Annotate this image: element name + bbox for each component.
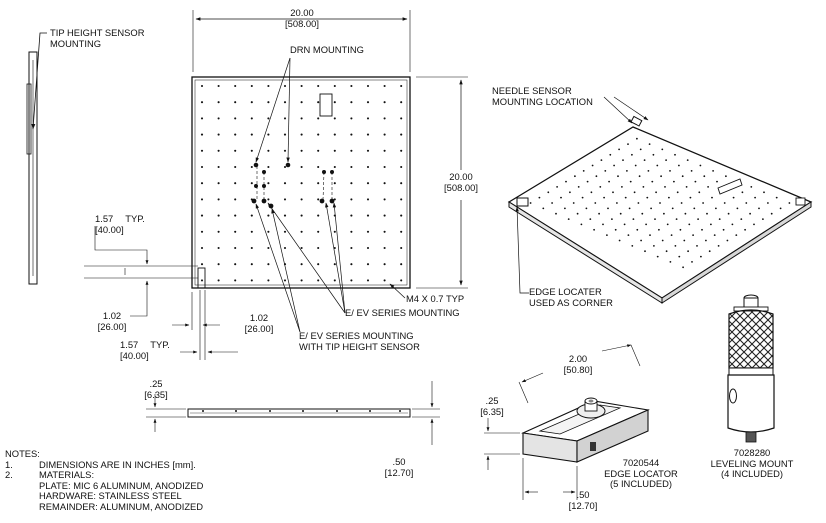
edge-locator-caption: 7020544 EDGE LOCATOR (5 INCLUDED) xyxy=(604,457,678,489)
edge-locater-leader xyxy=(515,206,529,294)
leveling-mount-drawing xyxy=(727,294,775,443)
locator-width-dim-label: .50 [12.70] xyxy=(568,489,598,511)
notes-title: NOTES: xyxy=(5,448,40,459)
hole-grid xyxy=(200,84,403,282)
height-dim-label: 20.00 [508.00] xyxy=(444,171,478,193)
thickness-dim-label: .25 [6.35] xyxy=(144,378,168,400)
ev-tip-label: E/ EV SERIES MOUNTING WITH TIP HEIGHT SE… xyxy=(299,330,420,352)
drn-leader-a xyxy=(255,57,291,163)
side-edge-view xyxy=(26,51,38,285)
dim-102-right-label: 1.02 [26.00] xyxy=(244,312,274,334)
tip-height-line2: MOUNTING xyxy=(50,37,102,49)
locator-height-dim-label: .25 [6.35] xyxy=(480,395,504,417)
needle-leader-a xyxy=(603,96,633,124)
tip-height-label: TIP HEIGHT SENSOR MOUNTING xyxy=(50,27,145,49)
thread-leader xyxy=(389,283,406,299)
leveling-mount-caption: 7028280 LEVELING MOUNT (4 INCLUDED) xyxy=(710,447,794,479)
drn-mounting-label: DRN MOUNTING xyxy=(290,44,364,55)
locator-length-dim-label: 2.00 [50.80] xyxy=(563,353,593,375)
isometric-plate xyxy=(507,115,813,304)
edge-locater-label: EDGE LOCATER USED AS CORNER xyxy=(529,286,613,308)
front-edge-view xyxy=(187,408,411,418)
tip-height-line1: TIP HEIGHT SENSOR xyxy=(50,27,145,38)
tip-height-leader xyxy=(31,32,47,130)
drn-leader-b xyxy=(286,57,291,163)
ev-tip-leader-a xyxy=(255,203,301,333)
mounting-holes xyxy=(251,162,335,209)
ev-leader-a xyxy=(267,202,346,314)
ev-series-label: E/ EV SERIES MOUNTING xyxy=(345,307,460,318)
top-view-plate xyxy=(191,76,411,289)
width-dim-label: 20.00 [508.00] xyxy=(285,7,319,29)
side-height-dim-label: .50 [12.70] xyxy=(384,456,414,478)
dim-102-left-label: 1.02 [26.00] xyxy=(97,310,127,332)
edge-locator-drawing xyxy=(521,397,650,463)
notes-block: NOTES: 1.DIMENSIONS ARE IN INCHES [mm]. … xyxy=(5,448,204,512)
thread-label: M4 X 0.7 TYP xyxy=(406,293,465,304)
needle-sensor-label: NEEDLE SENSOR MOUNTING LOCATION xyxy=(492,85,593,107)
